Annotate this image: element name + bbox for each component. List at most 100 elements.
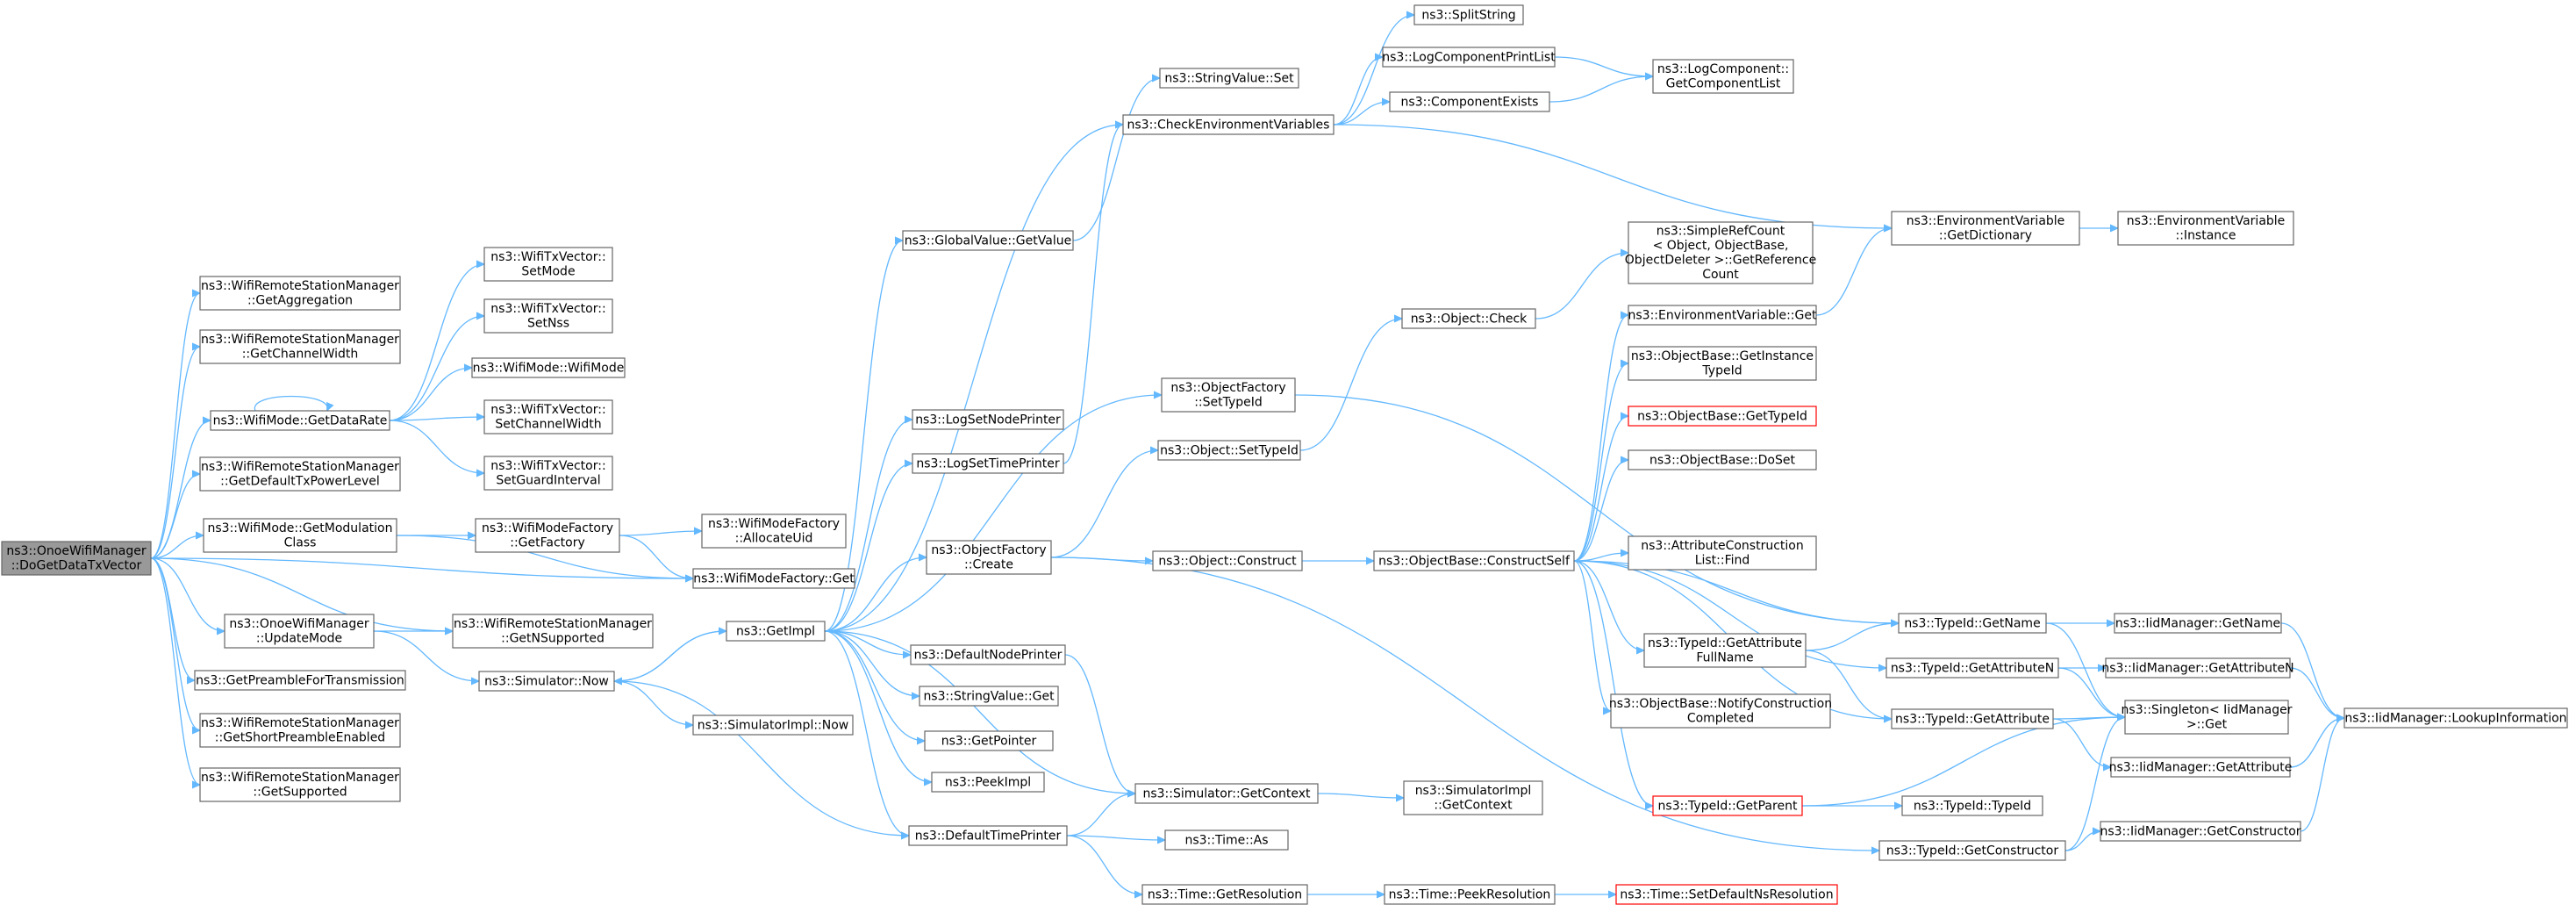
graph-node-wmf-get[interactable]: ns3::WifiModeFactory::Get [692, 568, 855, 589]
graph-node-ev-get[interactable]: ns3::EnvironmentVariable::Get [1628, 305, 1817, 326]
graph-node-txv-setgi[interactable]: ns3::WifiTxVector::SetGuardInterval [483, 456, 613, 491]
node-label-line: ::Instance [2176, 229, 2236, 243]
graph-node-iid-getattr[interactable]: ns3::IidManager::GetAttribute [2109, 757, 2293, 778]
graph-node-iid-lookup[interactable]: ns3::IidManager::LookupInformation [2343, 707, 2568, 729]
graph-node-root[interactable]: ns3::OnoeWifiManager::DoGetDataTxVector [1, 541, 152, 576]
node-label-line: ns3::WifiModeFactory [482, 521, 613, 535]
graph-node-obj-construct[interactable]: ns3::Object::Construct [1152, 550, 1303, 571]
node-box [902, 230, 1074, 251]
node-label-line: < Object, ObjectBase, [1653, 239, 1789, 253]
graph-node-tid-typeid[interactable]: ns3::TypeId::TypeId [1901, 795, 2043, 816]
node-label-line: ::Create [964, 558, 1013, 572]
node-label-line: ns3::Object::Construct [1158, 554, 1297, 568]
graph-node-time-setdefns[interactable]: ns3::Time::SetDefaultNsResolution [1615, 884, 1838, 905]
node-box [926, 540, 1052, 575]
graph-node-ob-notify[interactable]: ns3::ObjectBase::NotifyConstructionCompl… [1609, 693, 1832, 729]
call-edge [2280, 622, 2344, 718]
graph-node-ev-instance[interactable]: ns3::EnvironmentVariable::Instance [2117, 211, 2294, 246]
graph-node-wrsm-txpl[interactable]: ns3::WifiRemoteStationManager::GetDefaul… [199, 456, 401, 492]
graph-node-obj-check[interactable]: ns3::Object::Check [1401, 308, 1536, 329]
graph-node-ob-constructself[interactable]: ns3::ObjectBase::ConstructSelf [1373, 550, 1575, 571]
graph-node-singleton-get[interactable]: ns3::Singleton< IidManager>::Get [2122, 700, 2293, 735]
node-label-line: ns3::IidManager::LookupInformation [2344, 711, 2566, 725]
node-label-line: ns3::WifiTxVector:: [490, 403, 605, 417]
graph-node-wrsm-getnsup[interactable]: ns3::WifiRemoteStationManager::GetNSuppo… [452, 614, 654, 649]
call-edge [389, 316, 484, 421]
node-box [2110, 757, 2291, 778]
graph-node-deftimeprinter[interactable]: ns3::DefaultTimePrinter [908, 825, 1068, 846]
graph-node-getpointer[interactable]: ns3::GetPointer [924, 730, 1054, 751]
graph-node-ev-getdict[interactable]: ns3::EnvironmentVariable::GetDictionary [1891, 211, 2080, 246]
node-label-line: ns3::EnvironmentVariable [2127, 214, 2286, 228]
node-label-line: ::GetContext [1434, 799, 1513, 813]
node-label-line: SetMode [521, 265, 575, 279]
graph-node-preamble[interactable]: ns3::GetPreambleForTransmission [194, 670, 406, 691]
node-label-line: ns3::SplitString [1421, 8, 1515, 22]
graph-node-onoe-update[interactable]: ns3::OnoeWifiManager::UpdateMode [224, 614, 375, 649]
graph-node-simimpl-getctx[interactable]: ns3::SimulatorImpl::GetContext [1403, 780, 1543, 815]
graph-node-wmf-getfactory[interactable]: ns3::WifiModeFactory::GetFactory [475, 518, 620, 553]
node-label-line: ::AllocateUid [735, 532, 813, 546]
graph-node-simimpl-now[interactable]: ns3::SimulatorImpl::Now [692, 715, 854, 736]
graph-node-wm-rate[interactable]: ns3::WifiMode::GetDataRate [210, 410, 390, 431]
call-edge [150, 557, 200, 785]
graph-node-time-peekres[interactable]: ns3::Time::PeekResolution [1384, 884, 1556, 905]
node-label-line: ns3::WifiMode::GetModulation [208, 521, 393, 535]
call-edge [1333, 15, 1414, 126]
node-box [2124, 700, 2289, 735]
call-edge [1573, 560, 1611, 711]
graph-node-src-getrefcount[interactable]: ns3::SimpleRefCount< Object, ObjectBase,… [1625, 221, 1816, 284]
graph-node-sv-set[interactable]: ns3::StringValue::Set [1159, 68, 1299, 89]
graph-node-ob-doset[interactable]: ns3::ObjectBase::DoSet [1628, 449, 1817, 470]
node-label-line: ns3::TypeId::GetAttributeN [1891, 661, 2054, 675]
node-box [910, 644, 1066, 665]
graph-node-sv-get[interactable]: ns3::StringValue::Get [919, 686, 1059, 707]
graph-node-peekimpl[interactable]: ns3::PeekImpl [931, 772, 1045, 793]
graph-node-lognodeprinter[interactable]: ns3::LogSetNodePrinter [912, 409, 1064, 430]
graph-node-iid-getname[interactable]: ns3::IidManager::GetName [2114, 613, 2282, 634]
graph-node-logtimeprinter[interactable]: ns3::LogSetTimePrinter [912, 453, 1064, 474]
graph-node-tid-getattr[interactable]: ns3::TypeId::GetAttribute [1891, 708, 2054, 729]
graph-node-obj-settypeid[interactable]: ns3::Object::SetTypeId [1157, 440, 1301, 461]
graph-node-tid-getconstructor[interactable]: ns3::TypeId::GetConstructor [1878, 840, 2066, 861]
graph-node-wm-wifimode[interactable]: ns3::WifiMode::WifiMode [471, 357, 626, 378]
call-edge [1573, 363, 1628, 562]
graph-node-time-getres[interactable]: ns3::Time::GetResolution [1141, 884, 1308, 905]
graph-node-time-as[interactable]: ns3::Time::As [1164, 829, 1289, 851]
graph-node-txv-setmode[interactable]: ns3::WifiTxVector::SetMode [483, 247, 613, 282]
graph-node-tid-getparent[interactable]: ns3::TypeId::GetParent [1652, 795, 1803, 816]
graph-node-ob-gettypeid[interactable]: ns3::ObjectBase::GetTypeId [1628, 406, 1817, 427]
graph-node-splitstring[interactable]: ns3::SplitString [1413, 4, 1524, 25]
graph-node-checkenv[interactable]: ns3::CheckEnvironmentVariables [1122, 114, 1335, 135]
node-label-line: ns3::IidManager::GetAttribute [2109, 760, 2293, 774]
graph-node-iid-getattrn[interactable]: ns3::IidManager::GetAttributeN [2101, 657, 2294, 679]
graph-node-tid-getattrn[interactable]: ns3::TypeId::GetAttributeN [1885, 657, 2059, 679]
graph-node-txv-setnss[interactable]: ns3::WifiTxVector::SetNss [483, 298, 613, 334]
graph-node-wrsm-spe[interactable]: ns3::WifiRemoteStationManager::GetShortP… [199, 713, 401, 748]
node-box [1885, 657, 2059, 679]
graph-node-wrsm-chw[interactable]: ns3::WifiRemoteStationManager::GetChanne… [199, 329, 401, 364]
graph-node-sim-getctx[interactable]: ns3::Simulator::GetContext [1134, 783, 1319, 804]
graph-node-of-settypeid[interactable]: ns3::ObjectFactory::SetTypeId [1161, 377, 1296, 413]
graph-node-wrsm-sup[interactable]: ns3::WifiRemoteStationManager::GetSuppor… [199, 767, 401, 802]
graph-node-iid-getconstructor[interactable]: ns3::IidManager::GetConstructor [2100, 821, 2301, 842]
graph-node-lc-getcomplist[interactable]: ns3::LogComponent::GetComponentList [1652, 59, 1794, 94]
node-label-line: Count [1702, 268, 1739, 282]
call-edge [389, 420, 484, 473]
graph-node-txv-setchw[interactable]: ns3::WifiTxVector::SetChannelWidth [483, 399, 613, 434]
graph-node-sim-now[interactable]: ns3::Simulator::Now [478, 671, 615, 692]
graph-node-wmf-alloc[interactable]: ns3::WifiModeFactory::AllocateUid [701, 513, 847, 549]
graph-node-getimpl[interactable]: ns3::GetImpl [726, 621, 826, 642]
graph-node-tid-getname[interactable]: ns3::TypeId::GetName [1898, 613, 2047, 634]
graph-node-wrsm-aggr[interactable]: ns3::WifiRemoteStationManager::GetAggreg… [199, 276, 401, 311]
call-edge [2064, 717, 2125, 851]
graph-node-logcomplist[interactable]: ns3::LogComponentPrintList [1382, 47, 1556, 68]
graph-node-compexists[interactable]: ns3::ComponentExists [1389, 91, 1550, 112]
graph-node-of-create[interactable]: ns3::ObjectFactory::Create [926, 540, 1052, 575]
graph-node-defnodeprinter[interactable]: ns3::DefaultNodePrinter [910, 644, 1066, 665]
graph-node-gv-getvalue[interactable]: ns3::GlobalValue::GetValue [902, 230, 1074, 251]
